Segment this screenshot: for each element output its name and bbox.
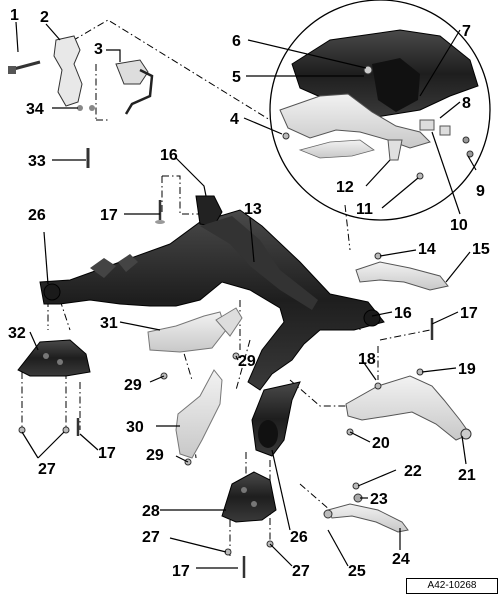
callout-23: 23 (370, 491, 388, 508)
callout-17-upper: 17 (100, 207, 118, 224)
callout-25: 25 (348, 563, 366, 580)
detail-circle (269, 0, 491, 221)
track-rod (323, 503, 409, 533)
callout-17-left: 17 (98, 445, 116, 462)
callout-labels: 1 2 3 4 5 6 7 8 9 10 11 12 13 14 15 16 1… (8, 7, 490, 580)
callout-27-bottom: 27 (142, 529, 160, 546)
callout-29-bottom: 29 (146, 447, 164, 464)
callout-27-left: 27 (38, 461, 56, 478)
callout-8: 8 (462, 95, 471, 112)
callout-19: 19 (458, 361, 476, 378)
callout-17-bottom: 17 (172, 563, 190, 580)
callout-31: 31 (100, 315, 118, 332)
callout-9: 9 (476, 183, 485, 200)
fasteners (18, 200, 434, 578)
callout-17-right: 17 (460, 305, 478, 322)
callout-1: 1 (10, 7, 19, 24)
callout-18: 18 (358, 351, 376, 368)
assembly-lines (21, 19, 431, 556)
callout-26-left: 26 (28, 207, 46, 224)
callout-28: 28 (142, 503, 160, 520)
callout-13: 13 (244, 201, 262, 218)
callout-34: 34 (26, 101, 44, 118)
leader-lines (15, 21, 477, 569)
callout-7: 7 (462, 23, 471, 40)
upper-wishbone (355, 261, 449, 291)
callout-20: 20 (372, 435, 390, 452)
callout-11: 11 (356, 201, 373, 218)
subframe-brackets (17, 339, 277, 523)
callout-2: 2 (40, 9, 49, 26)
callout-24: 24 (392, 551, 410, 568)
level-sensor (8, 35, 154, 168)
callout-33: 33 (28, 153, 46, 170)
subframe (39, 195, 385, 457)
underbody-shields (147, 307, 243, 459)
callout-16-top: 16 (160, 147, 178, 164)
callout-14: 14 (418, 241, 436, 258)
callout-32: 32 (8, 325, 26, 342)
callout-22: 22 (404, 463, 422, 480)
callout-30: 30 (126, 419, 144, 436)
callout-4: 4 (230, 111, 239, 128)
callout-12: 12 (336, 179, 354, 196)
callout-16-right: 16 (394, 305, 412, 322)
figure-reference: A42-10268 (406, 578, 498, 594)
lower-transverse-link (345, 375, 472, 441)
callout-6: 6 (232, 33, 241, 50)
callout-15: 15 (472, 241, 490, 258)
callout-5: 5 (232, 69, 241, 86)
callout-29-right: 29 (238, 353, 256, 370)
callout-10: 10 (450, 217, 468, 234)
callout-27-bottom-right: 27 (292, 563, 310, 580)
callout-21: 21 (458, 467, 476, 484)
callout-26-bottom: 26 (290, 529, 308, 546)
callout-3: 3 (94, 41, 103, 58)
callout-29-left: 29 (124, 377, 142, 394)
